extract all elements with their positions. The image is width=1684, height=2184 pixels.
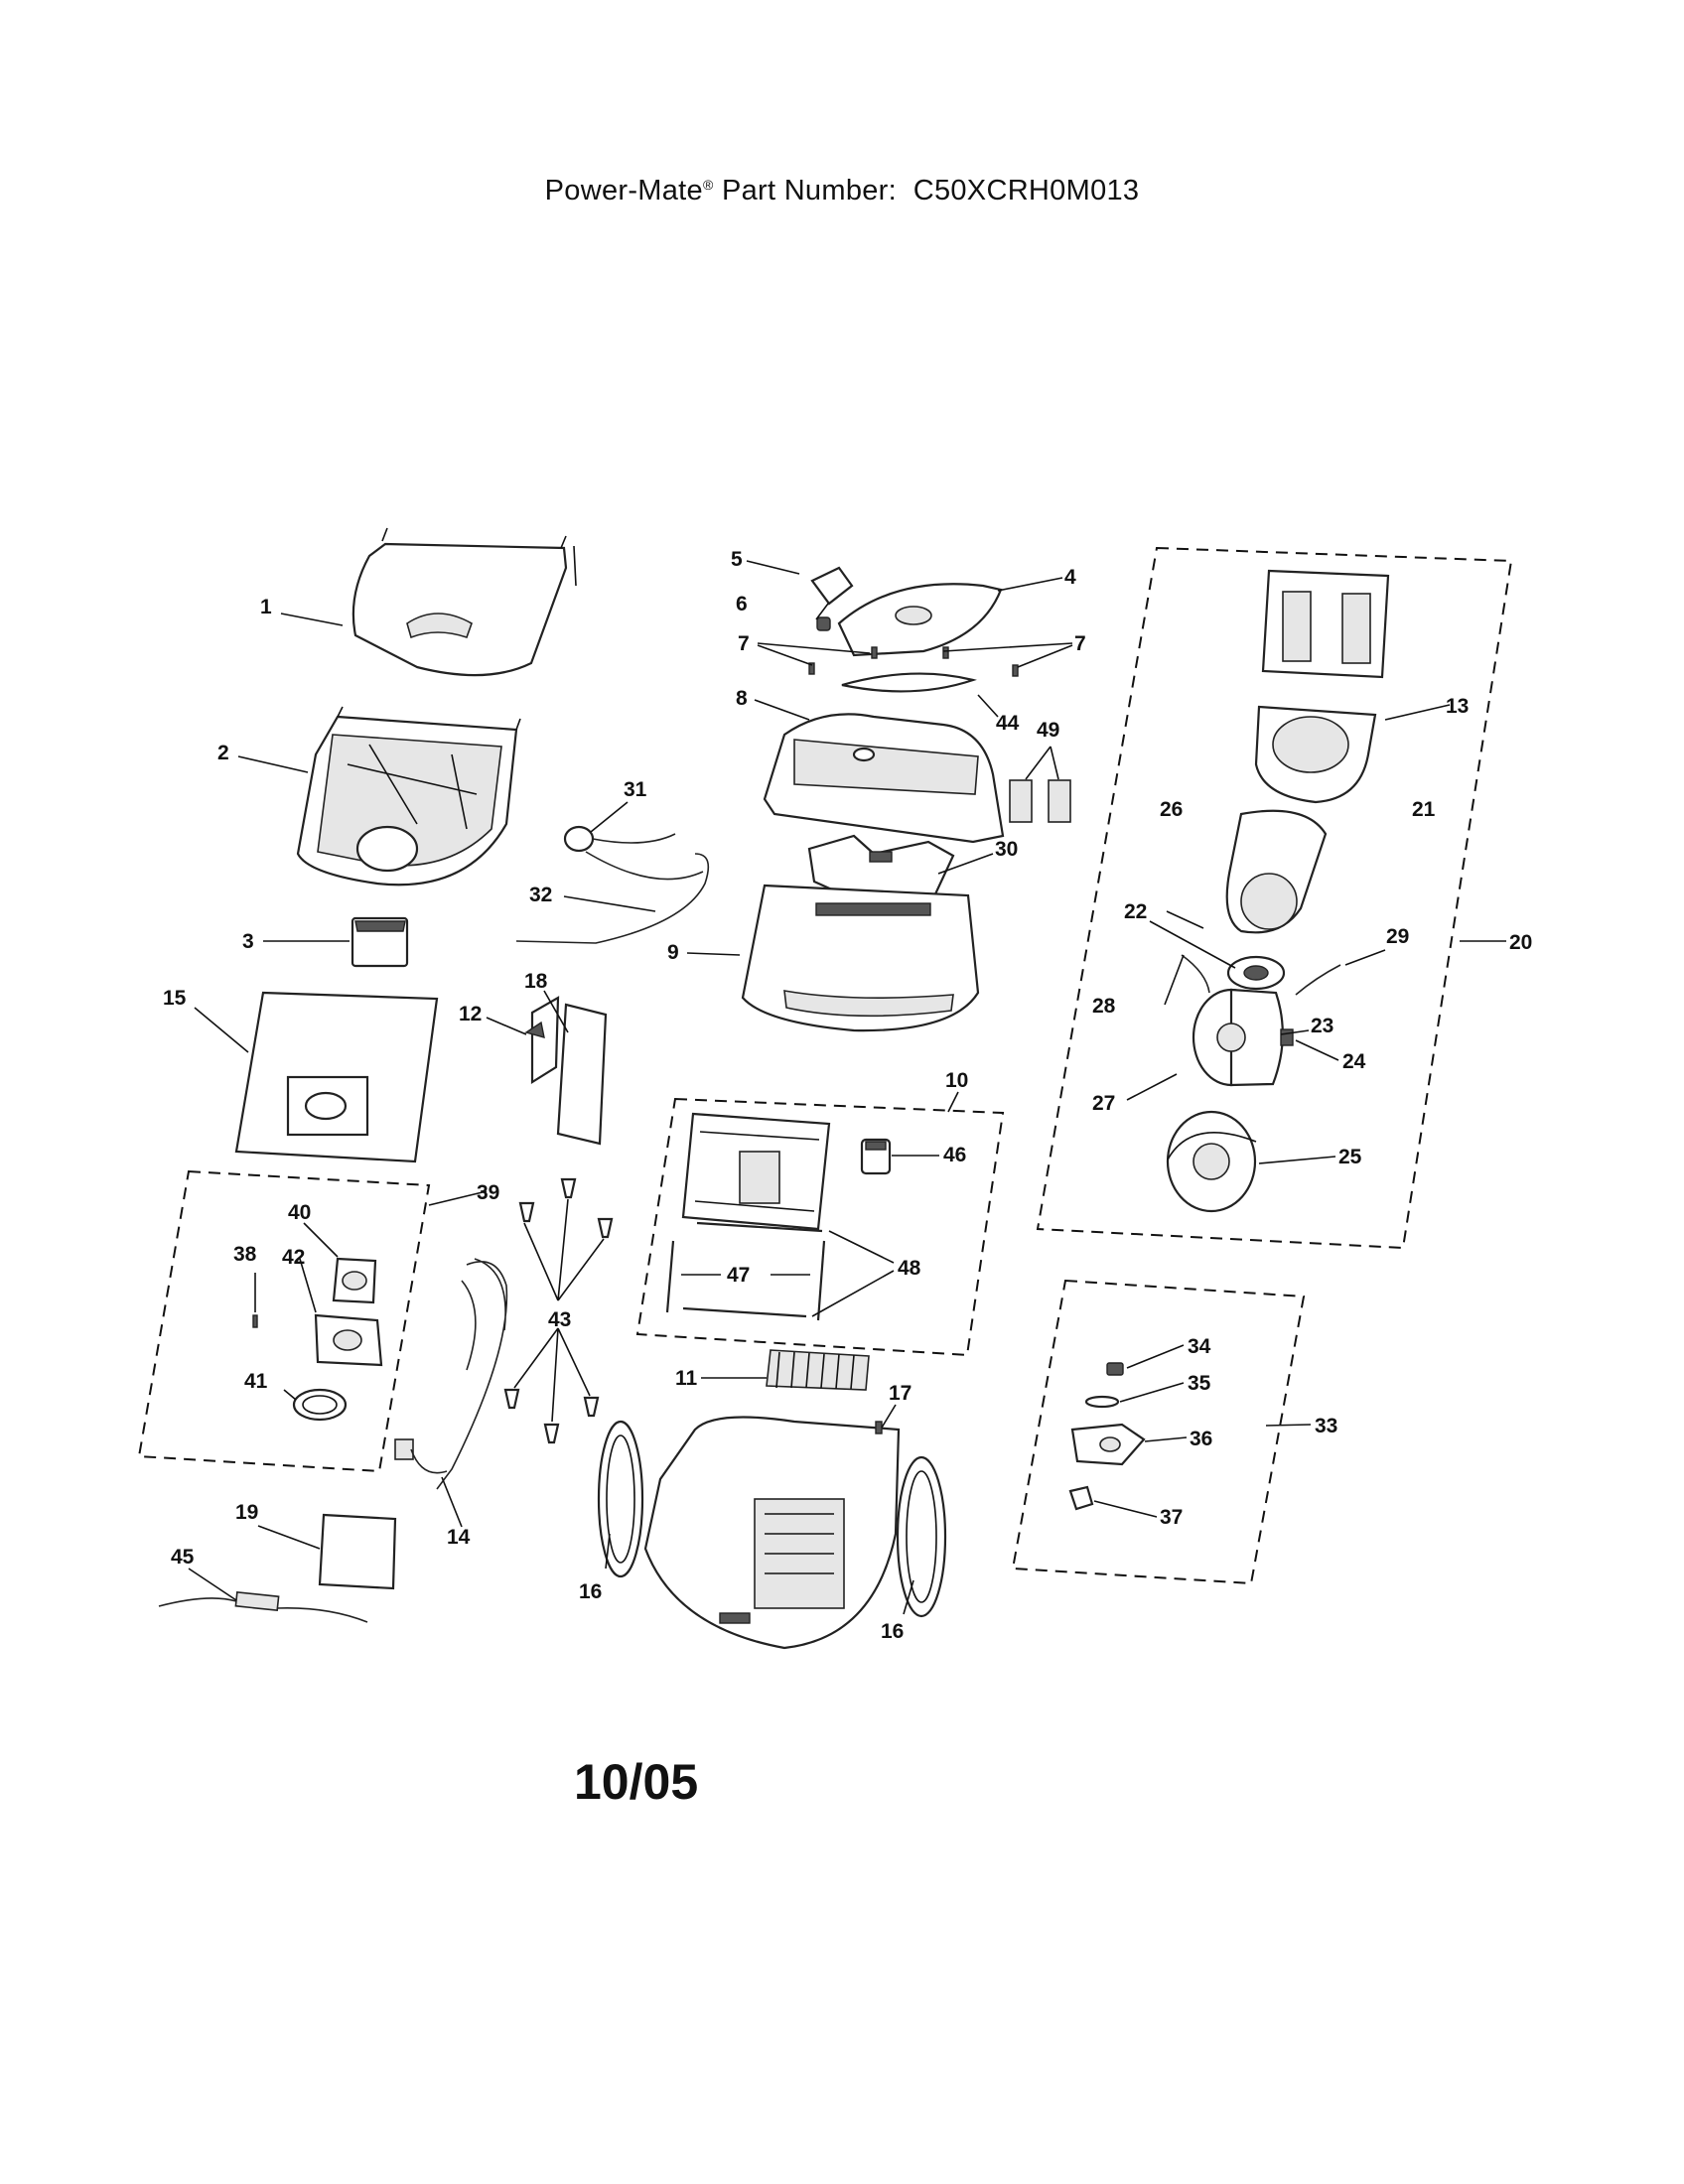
callout-22: 22 <box>1124 900 1147 923</box>
part-screws <box>808 646 1019 677</box>
callout-17: 17 <box>889 1382 912 1405</box>
part-pre-filter <box>556 1003 608 1146</box>
part-dust-bag <box>234 991 439 1163</box>
callout-3: 3 <box>242 930 254 953</box>
callout-27: 27 <box>1092 1092 1115 1115</box>
callout-2: 2 <box>217 742 229 764</box>
callout-28: 28 <box>1092 995 1116 1018</box>
callout-36: 36 <box>1190 1428 1212 1450</box>
callout-6: 6 <box>736 593 748 615</box>
part-exhaust-filters <box>1009 779 1071 823</box>
page-title: Power-Mate® Part Number: C50XCRH0M013 <box>0 175 1684 207</box>
callout-44: 44 <box>996 712 1020 735</box>
part-latch <box>860 1138 892 1175</box>
callout-8: 8 <box>736 687 748 710</box>
callout-10: 10 <box>945 1069 968 1092</box>
callout-19: 19 <box>235 1501 258 1524</box>
callout-11: 11 <box>675 1367 698 1390</box>
callout-21: 21 <box>1412 798 1436 821</box>
callout-7a: 7 <box>738 632 750 655</box>
part-top-cover <box>351 527 577 677</box>
callout-34: 34 <box>1188 1335 1211 1358</box>
callout-9: 9 <box>667 941 679 964</box>
callout-16b: 16 <box>881 1620 904 1643</box>
callout-38: 38 <box>233 1243 257 1266</box>
callout-4: 4 <box>1064 566 1076 589</box>
callout-30: 30 <box>995 838 1018 861</box>
callout-40: 40 <box>288 1201 311 1224</box>
part-bag-clip <box>351 916 409 968</box>
callout-39: 39 <box>477 1181 499 1204</box>
revision-date: 10/05 <box>574 1754 699 1810</box>
leader-lines <box>188 560 1506 1615</box>
callout-14: 14 <box>447 1526 471 1549</box>
callout-37: 37 <box>1160 1506 1183 1529</box>
callout-45: 45 <box>171 1546 195 1569</box>
part-upper-housing <box>763 713 1005 844</box>
callout-24: 24 <box>1342 1050 1366 1073</box>
part-base <box>643 1416 901 1650</box>
part-motor-sleeve <box>1225 809 1328 934</box>
callout-26: 26 <box>1160 798 1183 821</box>
part-17-screw <box>875 1421 883 1434</box>
callout-32: 32 <box>529 884 552 906</box>
part-filter-pad <box>318 1513 397 1590</box>
callout-33: 33 <box>1315 1415 1337 1437</box>
group-box-33 <box>1011 1279 1306 1585</box>
part-spring <box>816 616 831 631</box>
part-motor-housing <box>1254 705 1377 804</box>
callout-15: 15 <box>163 987 187 1010</box>
part-motor-mount-assembly <box>1068 1362 1146 1511</box>
part-motor-gasket <box>1226 955 1286 991</box>
registered-mark: ® <box>702 177 714 193</box>
callout-42: 42 <box>282 1246 305 1269</box>
group-box-10 <box>635 1097 1005 1357</box>
callout-35: 35 <box>1188 1372 1211 1395</box>
callout-46: 46 <box>943 1144 966 1166</box>
part-wire-harness <box>394 1258 508 1490</box>
part-motor <box>1181 954 1341 1087</box>
callout-47: 47 <box>727 1264 750 1287</box>
callout-5: 5 <box>731 548 743 571</box>
callout-41: 41 <box>244 1370 268 1393</box>
group-box-39 <box>137 1169 431 1473</box>
part-motor-cap <box>1166 1110 1257 1213</box>
part-wheel-right <box>896 1455 947 1618</box>
part-lid <box>741 884 980 1032</box>
callout-48: 48 <box>898 1257 921 1280</box>
part-filter-frame <box>681 1112 831 1231</box>
part-wire-nuts <box>503 1177 614 1444</box>
part-number: Part Number: C50XCRH0M013 <box>713 175 1140 206</box>
part-power-cord <box>158 1590 368 1623</box>
callout-labels: 1 2 3 15 12 18 31 32 5 6 4 7 7 8 44 49 3… <box>163 548 1532 1643</box>
callout-31: 31 <box>624 778 647 801</box>
callout-23: 23 <box>1311 1015 1333 1037</box>
callout-49: 49 <box>1037 719 1059 742</box>
brand-name: Power-Mate <box>544 175 703 206</box>
part-handle-cover <box>837 583 1003 657</box>
callout-12: 12 <box>459 1003 482 1025</box>
part-label-plate <box>841 672 977 693</box>
part-gasket-strips <box>665 1221 826 1321</box>
part-filter-holder <box>524 996 560 1084</box>
callout-18: 18 <box>524 970 548 993</box>
part-bag-seal-assembly <box>252 1257 383 1422</box>
callout-13: 13 <box>1446 695 1469 718</box>
callout-16a: 16 <box>579 1580 602 1603</box>
callout-43: 43 <box>548 1308 571 1331</box>
callout-7b: 7 <box>1074 632 1086 655</box>
part-hepa-filter <box>766 1349 870 1391</box>
callout-29: 29 <box>1386 925 1409 948</box>
callout-20: 20 <box>1509 931 1532 954</box>
part-cord-plug <box>515 825 710 944</box>
part-wheel-left <box>597 1420 644 1578</box>
callout-1: 1 <box>260 596 272 618</box>
callout-25: 25 <box>1338 1146 1362 1168</box>
part-exhaust-grille <box>1261 569 1390 679</box>
part-bag-housing <box>296 706 521 887</box>
part-release-button <box>810 566 854 606</box>
